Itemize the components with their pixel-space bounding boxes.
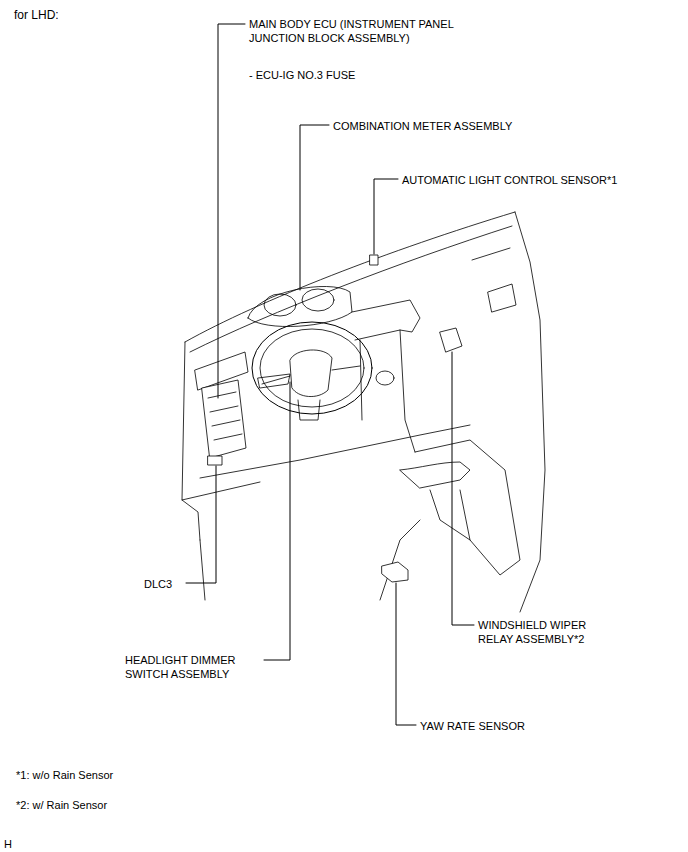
dash-edge (472, 248, 510, 260)
headlight-dimmer-switch (258, 374, 290, 388)
right-vent (488, 284, 516, 312)
shift-lever (400, 462, 470, 488)
steering-wheel-inner (260, 329, 364, 407)
part-name: DLC3 (144, 577, 204, 591)
steering-spoke (262, 366, 360, 384)
console (415, 440, 520, 575)
leader-line (374, 179, 398, 254)
leader-line (264, 382, 290, 660)
part-name: MAIN BODY ECU (INSTRUMENT PANEL JUNCTION… (249, 17, 489, 45)
leader-line (300, 125, 329, 290)
yaw-rate-sensor (382, 562, 408, 582)
meter-hood (248, 286, 352, 326)
part-name: YAW RATE SENSOR (420, 719, 620, 733)
footnote: *2: w/ Rain Sensor (16, 798, 216, 812)
part-name: COMBINATION METER ASSEMBLY (333, 119, 593, 133)
ecu-detail (208, 392, 242, 440)
main-body-ecu (202, 380, 246, 458)
console-side (430, 490, 470, 540)
right-door (515, 212, 545, 612)
part-name: AUTOMATIC LIGHT CONTROL SENSOR*1 (402, 173, 682, 187)
left-side (182, 342, 200, 540)
gauge (264, 294, 296, 316)
wiper-relay (440, 328, 462, 352)
steering-column (298, 400, 320, 420)
knob (376, 371, 394, 385)
dash-top (185, 212, 515, 342)
leader-line (452, 352, 474, 625)
part-name: WINDSHIELD WIPER RELAY ASSEMBLY*2 (478, 618, 610, 646)
dlc3 (208, 456, 222, 465)
footnote: *1: w/o Rain Sensor (16, 768, 216, 782)
title: for LHD: (14, 8, 59, 22)
figure-code: H (4, 837, 34, 851)
gauge (302, 289, 334, 311)
leader-line (396, 583, 416, 725)
leader-line (186, 466, 216, 583)
part-name: HEADLIGHT DIMMER SWITCH ASSEMBLY (125, 653, 259, 681)
steering-wheel (252, 322, 372, 414)
light-sensor (370, 255, 378, 265)
center-panel (352, 300, 420, 340)
dash-lower-left (182, 482, 260, 500)
floor (200, 520, 420, 600)
center-stack (400, 330, 415, 452)
part-note: - ECU-IG NO.3 FUSE (249, 68, 449, 82)
steering-hub (290, 350, 332, 397)
leader-line (218, 24, 245, 398)
